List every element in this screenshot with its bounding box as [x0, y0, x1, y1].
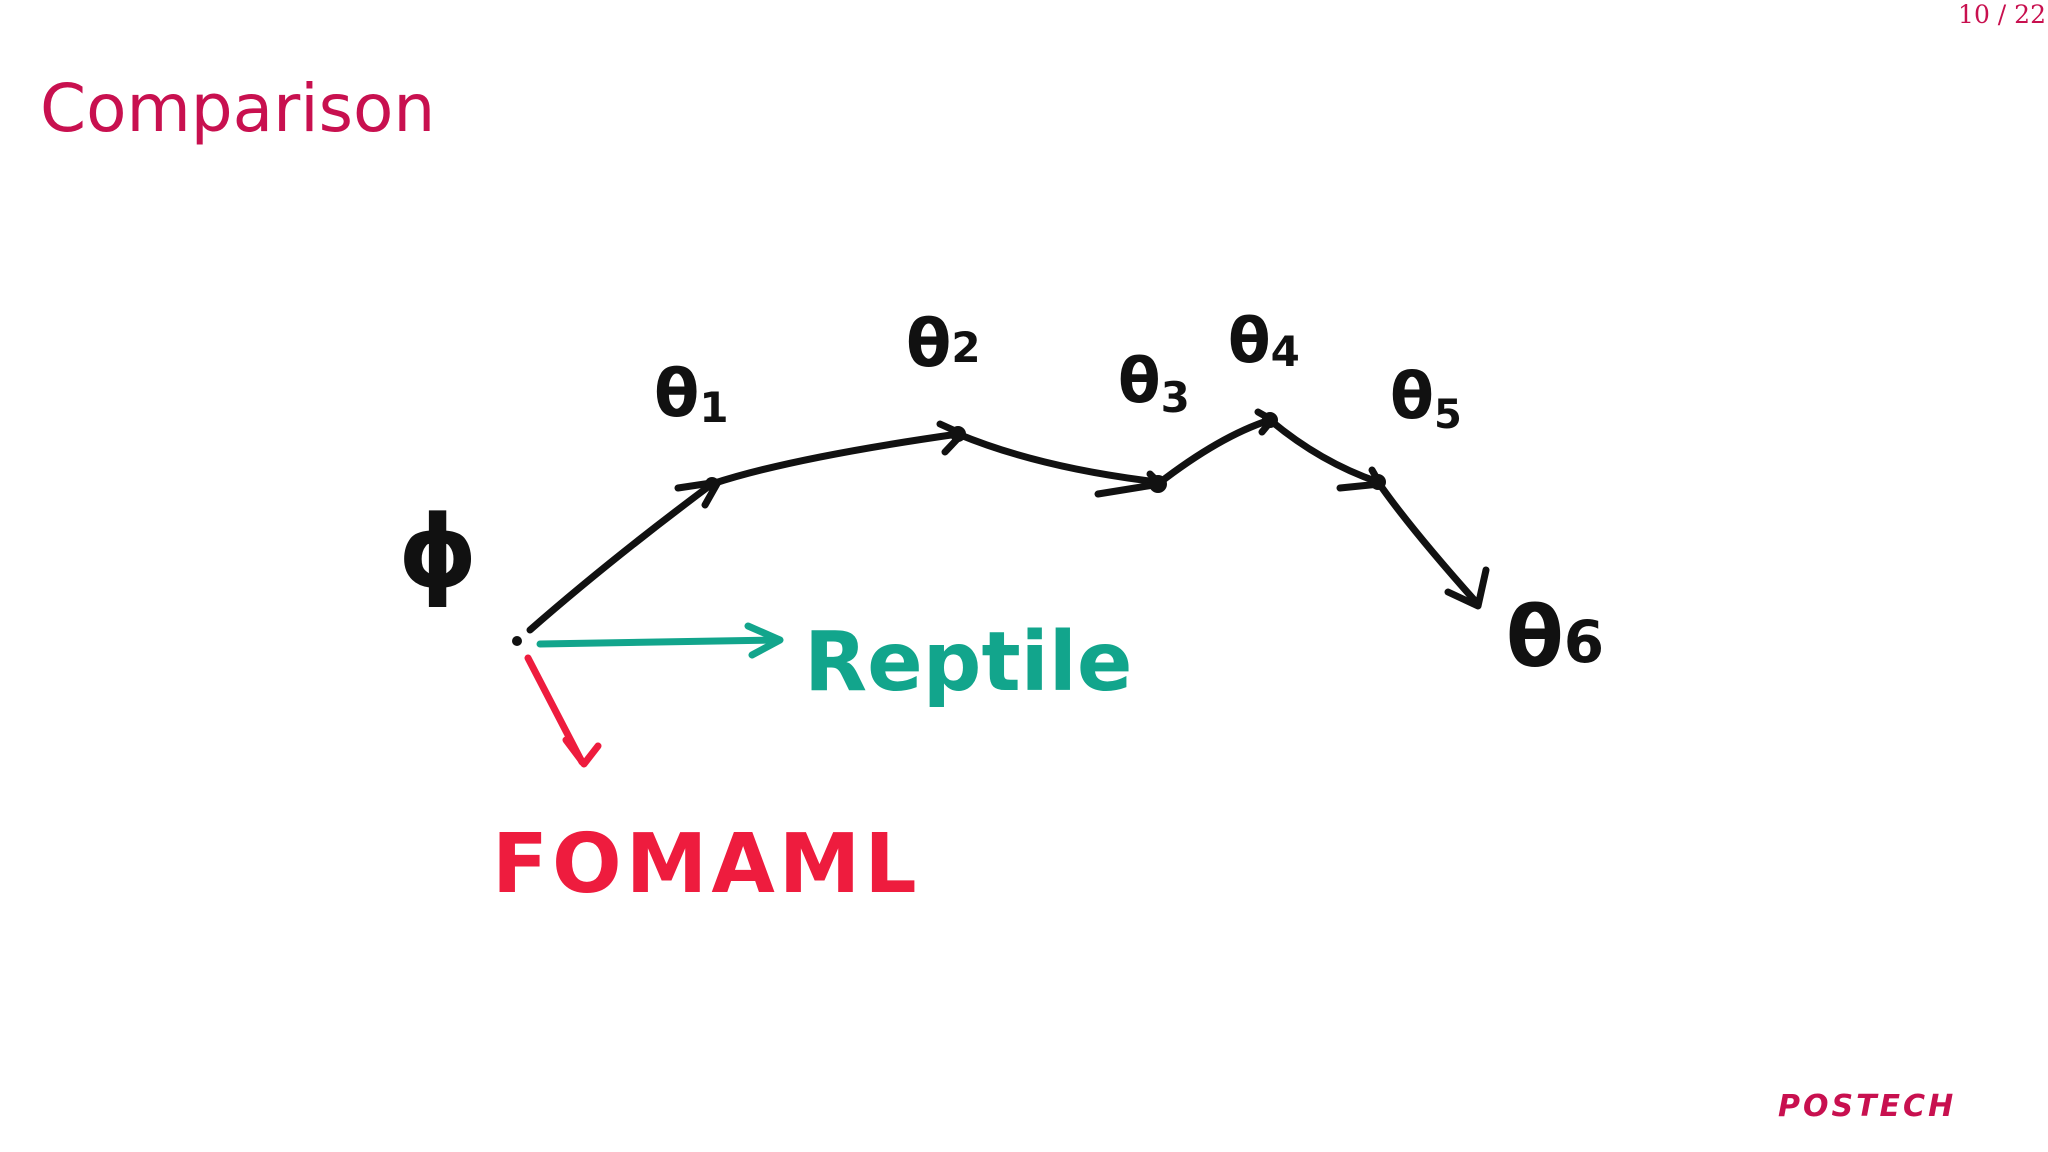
label-phi: ϕ	[398, 493, 478, 610]
fomaml-arrow-head	[562, 736, 602, 768]
label-theta-5: θ5	[1390, 360, 1462, 438]
path-segment-theta2-theta3	[954, 430, 1162, 486]
reptile-arrow-head	[744, 622, 784, 659]
label-theta-3: θ3	[1118, 344, 1190, 422]
theta-subscript: 3	[1161, 373, 1190, 422]
point-theta5	[1370, 474, 1386, 490]
label-theta-2: θ2	[906, 305, 981, 382]
theta-subscript: 2	[951, 323, 980, 372]
label-theta-1: θ1	[654, 355, 729, 432]
path-points	[512, 412, 1386, 646]
theta-subscript: 1	[699, 383, 728, 432]
theta-subscript: 5	[1434, 392, 1462, 438]
path-segment-phi-theta1	[526, 480, 716, 634]
reptile-arrow-shaft	[536, 636, 782, 648]
label-theta-6: θ6	[1506, 588, 1604, 686]
path-segment-theta3-theta4	[1154, 416, 1274, 488]
path-segment-theta5-theta6	[1374, 478, 1480, 606]
fomaml-arrow	[524, 654, 602, 768]
path-arrowhead-6	[1444, 566, 1490, 610]
point-phi	[512, 636, 522, 646]
theta-symbol: θ	[1506, 588, 1564, 686]
point-theta4	[1262, 412, 1278, 428]
page-counter: 10 / 22	[1958, 0, 2046, 29]
label-fomaml: FOMAML	[492, 817, 921, 912]
path-segment-theta4-theta5	[1266, 416, 1382, 486]
optimization-path	[526, 408, 1490, 634]
theta-subscript: 6	[1564, 608, 1604, 676]
logo-text: POSTECH	[1778, 1089, 1956, 1123]
slide-title: Comparison	[40, 70, 436, 147]
theta-symbol: θ	[1228, 304, 1271, 377]
point-theta2	[950, 426, 966, 442]
theta-subscript: 4	[1271, 327, 1300, 376]
theta-symbol: θ	[1390, 360, 1434, 434]
point-theta1	[705, 477, 719, 491]
postech-logo: POSTECH	[1778, 1089, 1956, 1123]
label-reptile: Reptile	[804, 615, 1132, 710]
point-theta3	[1149, 475, 1167, 493]
reptile-arrow	[536, 622, 784, 659]
theta-labels: θ1 θ2 θ3 θ4 θ5 θ6	[654, 304, 1604, 686]
theta-symbol: θ	[906, 305, 951, 382]
theta-symbol: θ	[654, 355, 699, 432]
label-theta-4: θ4	[1228, 304, 1300, 377]
path-segment-theta1-theta2	[708, 430, 962, 488]
theta-symbol: θ	[1118, 344, 1161, 417]
